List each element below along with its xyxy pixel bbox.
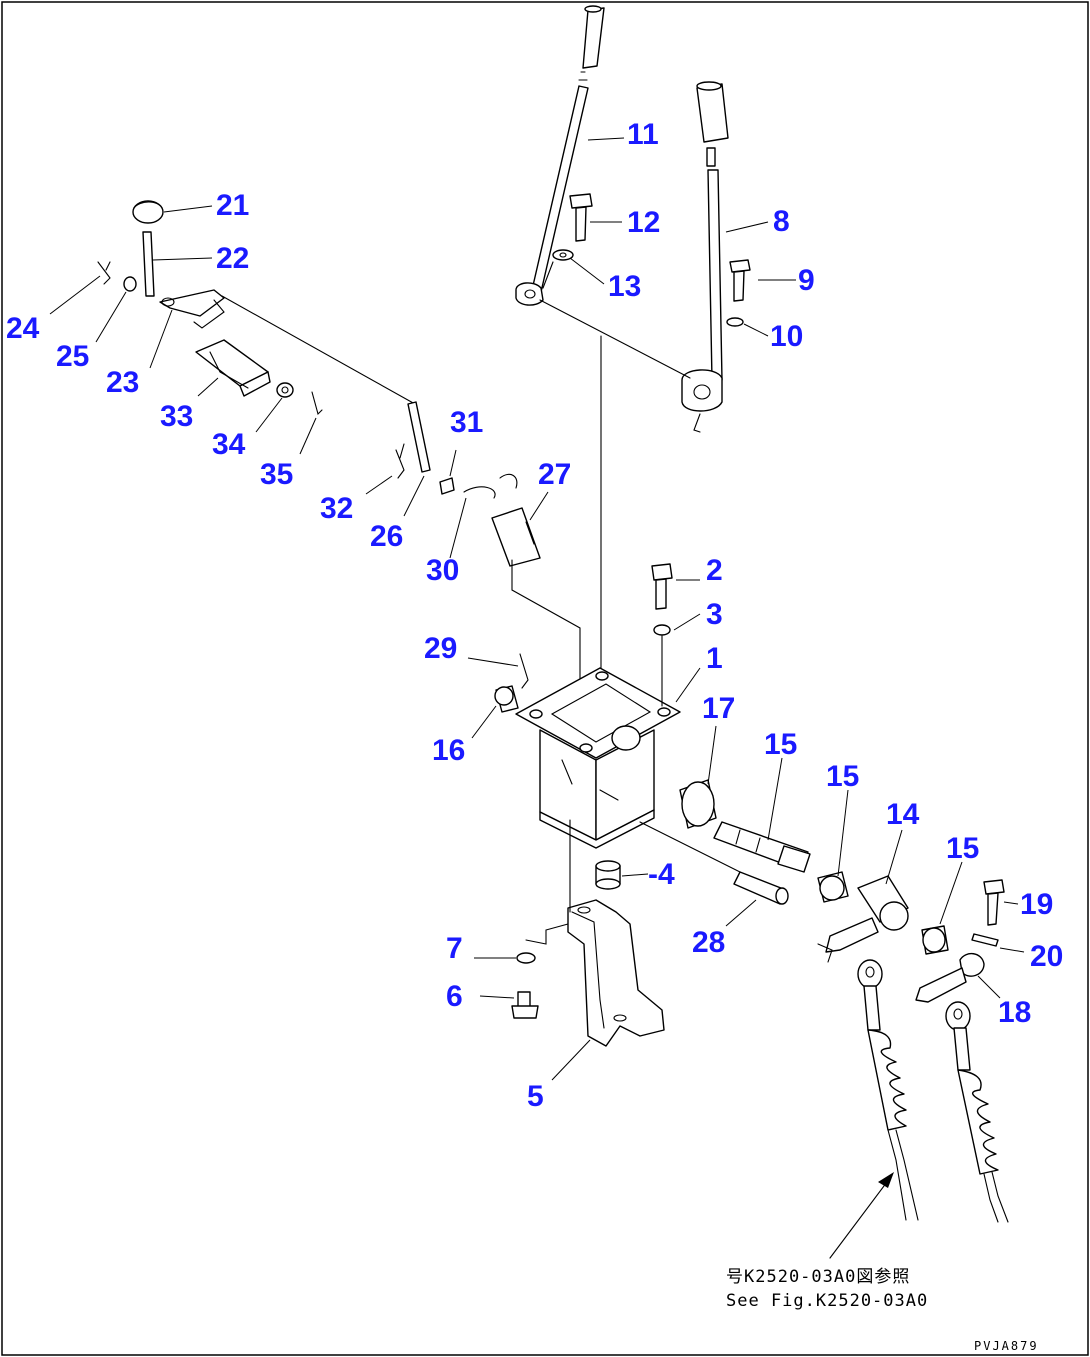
callout-6: 6 xyxy=(446,980,463,1013)
part-27-rod xyxy=(407,401,431,473)
callout-15-upper: 15 xyxy=(826,760,859,793)
part-28-line xyxy=(511,559,581,725)
part-12-bolt xyxy=(569,193,593,242)
callout-9: 9 xyxy=(798,264,815,297)
part-10-washer xyxy=(726,317,744,327)
part-15-collar-a xyxy=(817,871,849,903)
callout-23: 22 xyxy=(216,242,249,275)
callout-28: 27 xyxy=(538,458,571,491)
part-6-bolt xyxy=(511,991,539,1019)
reference-note-japanese: 号K2520-03A0図参照 xyxy=(726,1267,910,1287)
control-cable-right xyxy=(945,1001,1009,1223)
callout-1: 1 xyxy=(706,642,723,675)
callout-12: 12 xyxy=(627,206,660,239)
callout-35: 34 xyxy=(212,428,246,461)
part-26-washer xyxy=(123,276,137,292)
callout-15-lower: 15 xyxy=(946,832,979,865)
callout-36: 35 xyxy=(260,458,293,491)
callout-21: 20 xyxy=(1030,940,1063,973)
part-33-pin xyxy=(395,443,405,479)
part-36-pin xyxy=(311,391,323,416)
part-29-line xyxy=(639,821,741,873)
callout-33: 32 xyxy=(320,492,353,525)
callout-8: 8 xyxy=(773,205,790,238)
drawing-code: PVJA879 xyxy=(974,1339,1039,1353)
callout-29: 28 xyxy=(692,926,725,959)
callout-32: 31 xyxy=(450,406,483,439)
part-21-washer xyxy=(971,933,999,947)
part-20-bolt xyxy=(983,879,1005,926)
part-22-knob xyxy=(132,200,164,224)
part-23-pin xyxy=(142,231,155,297)
callout-16: 15 xyxy=(764,728,797,761)
part-31-clip xyxy=(463,473,518,499)
reference-arrow xyxy=(829,1172,894,1259)
callout-34: 33 xyxy=(160,400,193,433)
callout-18: 17 xyxy=(702,692,735,725)
callout-11: 11 xyxy=(627,118,659,151)
callout-7: 7 xyxy=(446,932,463,965)
part-5-bracket xyxy=(567,899,665,1047)
part-2-bolt xyxy=(651,563,673,610)
callout-24: 23 xyxy=(106,366,139,399)
part-4-bushing xyxy=(595,860,621,890)
callout-27: 26 xyxy=(370,520,403,553)
part-16-shaft xyxy=(713,821,811,873)
callout-17: 16 xyxy=(432,734,465,767)
part-18-bushing xyxy=(611,725,717,829)
part-13-washer xyxy=(542,249,574,289)
reference-note-english: See Fig.K2520-03A0 xyxy=(726,1291,928,1311)
callout-26: 25 xyxy=(56,340,89,373)
callouts: 11 12 13 8 9 10 21 22 24 25 23 33 34 35 … xyxy=(6,118,1063,1113)
callout-30: 29 xyxy=(424,632,457,665)
part-11-lever xyxy=(515,5,605,306)
upper-left-link-line xyxy=(221,295,416,405)
callout-13: 13 xyxy=(608,270,641,303)
callout-31: 30 xyxy=(426,554,459,587)
part-25-cotter-pin xyxy=(97,261,111,285)
control-cable-left xyxy=(857,959,919,1221)
callout-25: 24 xyxy=(6,312,40,345)
leader-lines xyxy=(49,137,1025,1081)
callout-14: 14 xyxy=(886,798,920,831)
part-8-lever xyxy=(681,81,729,433)
part-32-washer xyxy=(439,477,455,495)
callout-4: -4 xyxy=(648,858,675,891)
part-28-shaft xyxy=(491,507,541,567)
part-19-lever xyxy=(915,953,985,1003)
part-29-bolt xyxy=(733,871,789,905)
callout-10: 10 xyxy=(770,320,803,353)
part-17-bushing xyxy=(494,685,519,713)
callout-3: 3 xyxy=(706,598,723,631)
part-7-line xyxy=(525,923,569,945)
part-35-washer xyxy=(276,382,294,398)
callout-5: 5 xyxy=(527,1080,544,1113)
part-3-washer xyxy=(653,624,671,636)
callout-2: 2 xyxy=(706,554,723,587)
callout-19: 18 xyxy=(998,996,1031,1029)
part-7-washer xyxy=(516,952,536,964)
part-1-housing xyxy=(515,667,681,849)
part-9-bolt xyxy=(729,259,751,302)
part-34-bracket xyxy=(195,339,271,397)
callout-22: 21 xyxy=(216,189,249,222)
callout-20: 19 xyxy=(1020,888,1053,921)
part-15-collar-b xyxy=(921,925,949,955)
lever-link-line xyxy=(539,299,691,379)
part-14-lever xyxy=(817,875,909,963)
part-24-lever xyxy=(159,289,225,329)
part-30-pin xyxy=(519,653,529,689)
